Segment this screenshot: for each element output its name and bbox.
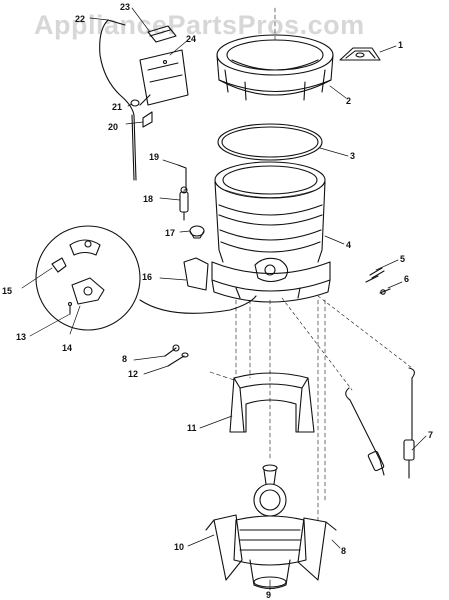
- callout-4: 4: [346, 240, 352, 250]
- part-1-clip: [339, 47, 381, 61]
- callout-6: 6: [404, 274, 410, 284]
- callout-10: 10: [174, 542, 185, 552]
- part-9-transmission: [233, 464, 307, 590]
- part-18-fitting: [179, 186, 189, 221]
- part-7-suspension-rods: [281, 295, 415, 479]
- callout-3: 3: [350, 151, 356, 161]
- callout-15: 15: [2, 286, 13, 296]
- callout-14: 14: [62, 343, 73, 353]
- part-20-clamp: [142, 111, 153, 128]
- callout-11: 11: [187, 423, 197, 433]
- callout-18: 18: [143, 194, 154, 204]
- callout-17: 17: [165, 228, 176, 238]
- part-10-base-leg-left: [205, 514, 243, 581]
- callout-20: 20: [108, 122, 119, 132]
- part-19-tube: [177, 164, 187, 191]
- leader-lines: [21, 7, 427, 591]
- part-5-bracket: [365, 267, 385, 283]
- callout-22: 22: [75, 14, 86, 24]
- part-22-wire-harness: [99, 19, 137, 181]
- callout-8-lower: 8: [341, 546, 347, 556]
- part-16-shield: [183, 257, 209, 291]
- callout-24: 24: [186, 34, 197, 44]
- alignment-lines: [209, 7, 326, 521]
- part-12-washer: [167, 352, 189, 367]
- part-24-bracket: [139, 49, 189, 106]
- part-17-pulley: [189, 225, 205, 239]
- part-11-shroud: [229, 372, 315, 433]
- callout-2: 2: [346, 96, 352, 106]
- callout-1: 1: [398, 40, 404, 50]
- callout-19: 19: [149, 152, 160, 162]
- detail-inset: [35, 225, 257, 331]
- part-3-gasket: [217, 123, 323, 161]
- callout-23: 23: [120, 2, 131, 12]
- part-4-outer-tub: [211, 161, 331, 303]
- part-23-switch: [147, 25, 177, 43]
- part-21-grommet: [130, 99, 140, 107]
- part-8-screw: [164, 344, 180, 357]
- callout-9: 9: [266, 590, 272, 600]
- part-8-base-leg-right: [297, 517, 337, 581]
- callout-8-upper: 8: [122, 354, 128, 364]
- callout-12: 12: [128, 369, 139, 379]
- watermark: AppliancePartsPros.com: [34, 10, 365, 40]
- callout-16: 16: [142, 272, 153, 282]
- callout-7: 7: [428, 430, 434, 440]
- part-2-tub-ring: [216, 34, 334, 101]
- callout-5: 5: [400, 254, 406, 264]
- callout-13: 13: [16, 332, 27, 342]
- callout-21: 21: [112, 102, 123, 112]
- part-6-screw: [379, 288, 391, 295]
